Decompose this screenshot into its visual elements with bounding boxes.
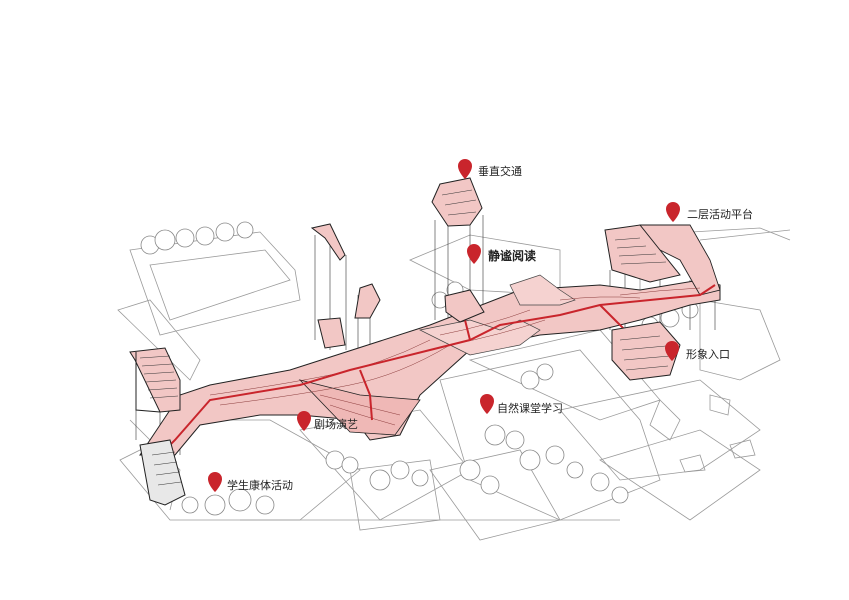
- pin-image-entrance: 形象入口: [665, 341, 730, 361]
- map-pin-icon: [458, 159, 472, 179]
- pin-label-vertical-traffic: 垂直交通: [478, 164, 522, 178]
- stair-treads: [139, 189, 671, 486]
- pin-student-fitness: 学生康体活动: [208, 472, 293, 492]
- pin-label-student-fitness: 学生康体活动: [227, 478, 293, 492]
- pin-second-floor-platform: 二层活动平台: [666, 202, 753, 222]
- pin-label-image-entrance: 形象入口: [686, 348, 730, 361]
- map-pin-icon: [665, 341, 679, 361]
- elevated-walkway: [139, 224, 721, 456]
- map-pin-icon: [208, 472, 222, 492]
- pin-nature-classroom: 自然课堂学习: [480, 394, 563, 415]
- map-pin-icon: [297, 411, 311, 431]
- pin-vertical-traffic: 垂直交通: [458, 159, 522, 179]
- trees: [140, 221, 699, 516]
- pin-label-quiet-reading: 静谧阅读: [488, 248, 536, 263]
- pin-quiet-reading: 静谧阅读: [467, 244, 536, 264]
- map-pin-icon: [666, 202, 680, 222]
- pin-label-theater-performance: 剧场演艺: [314, 417, 358, 431]
- map-pin-icon: [480, 394, 494, 414]
- map-pin-icon: [467, 244, 481, 264]
- pin-theater-performance: 剧场演艺: [297, 411, 358, 431]
- pin-label-second-floor-platform: 二层活动平台: [687, 207, 753, 221]
- pin-label-nature-classroom: 自然课堂学习: [497, 401, 563, 415]
